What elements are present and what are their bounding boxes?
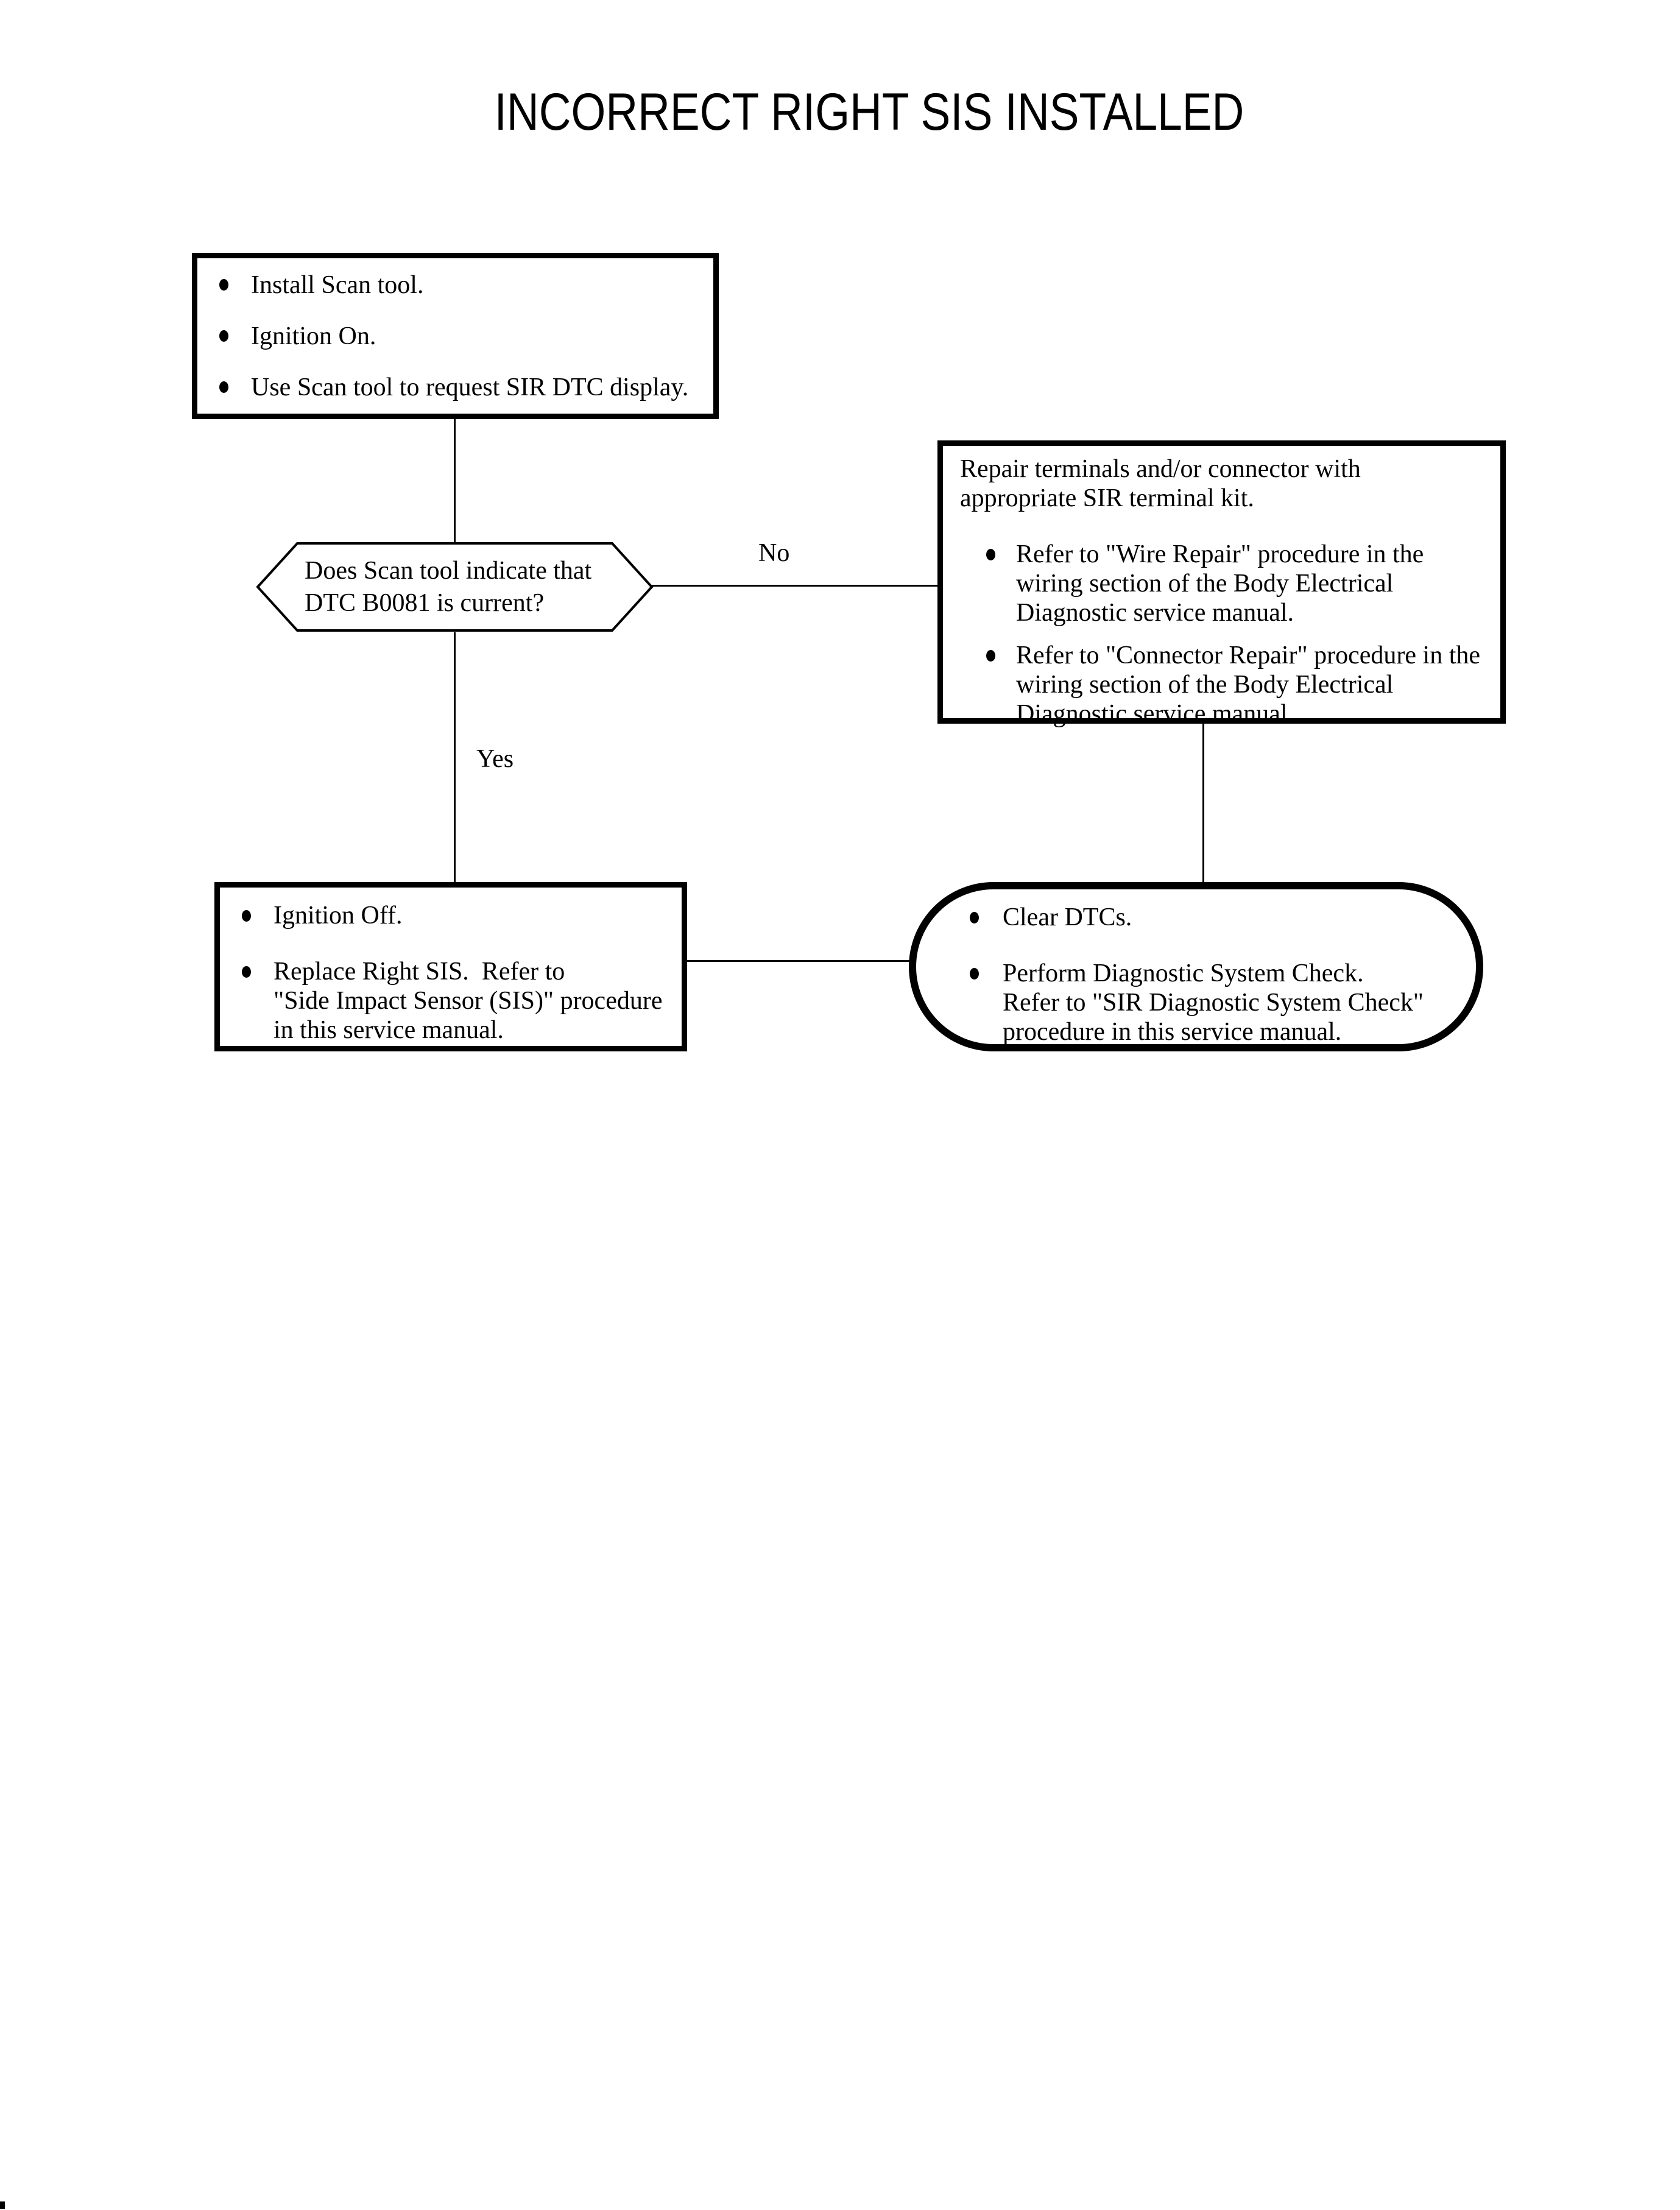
- bullet-marker: [242, 910, 251, 922]
- text-line: wiring section of the Body Electrical: [1016, 570, 1394, 598]
- text-line: Repair terminals and/or connector with: [960, 455, 1361, 483]
- bullet-item: Refer to "Connector Repair" procedure in…: [986, 641, 1492, 729]
- text-line: Clear DTCs.: [1003, 903, 1132, 931]
- page-title-text: INCORRECT RIGHT SIS INSTALLED: [494, 83, 1244, 141]
- text-line: in this service manual.: [274, 1016, 504, 1044]
- text-line: Ignition On.: [251, 322, 376, 350]
- connector-start-to-decision: [454, 419, 456, 544]
- bullet-item: Clear DTCs.: [970, 903, 1464, 932]
- bullet-item: Use Scan tool to request SIR DTC display…: [219, 372, 705, 403]
- decision-text: Does Scan tool indicate that DTC B0081 i…: [305, 555, 591, 620]
- repair-box-intro: Repair terminals and/or connector with a…: [960, 454, 1492, 513]
- page-title: INCORRECT RIGHT SIS INSTALLED: [0, 22, 1680, 203]
- connector-yes-branch: [454, 632, 456, 885]
- text-line: DTC B0081 is current?: [305, 589, 545, 617]
- bullet-marker: [219, 381, 228, 393]
- replace-box: Ignition Off. Replace Right SIS. Refer t…: [214, 882, 687, 1051]
- text-line: Refer to "Connector Repair" procedure in…: [1016, 641, 1481, 669]
- connector-repair-to-end: [1202, 724, 1204, 885]
- connector-no-branch: [652, 585, 938, 587]
- repair-box: Repair terminals and/or connector with a…: [937, 440, 1506, 728]
- bullet-item: Refer to "Wire Repair" procedure in the …: [986, 540, 1492, 627]
- text-line: Perform Diagnostic System Check.: [1003, 959, 1364, 987]
- text-line: Use Scan tool to request SIR DTC display…: [251, 373, 689, 401]
- text-line: Refer to "Wire Repair" procedure in the: [1016, 540, 1424, 568]
- yes-label: Yes: [476, 745, 514, 773]
- bullet-item: Install Scan tool.: [219, 270, 705, 300]
- bullet-item: Ignition On.: [219, 321, 705, 351]
- text-line: "Side Impact Sensor (SIS)" procedure: [274, 987, 663, 1015]
- text-line: Diagnostic service manual.: [1016, 700, 1294, 728]
- bullet-marker: [219, 279, 228, 291]
- text-line: procedure in this service manual.: [1003, 1018, 1342, 1046]
- start-box: Install Scan tool. Ignition On. Use Scan…: [192, 253, 719, 419]
- hexagon-shape: [256, 542, 654, 632]
- bullet-item: Replace Right SIS. Refer to "Side Impact…: [242, 957, 673, 1045]
- end-terminator: Clear DTCs. Perform Diagnostic System Ch…: [909, 882, 1483, 1051]
- text-line: Refer to "SIR Diagnostic System Check": [1003, 989, 1424, 1017]
- text-line: appropriate SIR terminal kit.: [960, 484, 1254, 512]
- no-label: No: [758, 539, 790, 567]
- text-line: wiring section of the Body Electrical: [1016, 671, 1394, 699]
- bullet-marker: [986, 549, 995, 560]
- text-line: Install Scan tool.: [251, 271, 424, 299]
- bullet-marker: [219, 330, 228, 342]
- bullet-item: Ignition Off.: [242, 901, 673, 930]
- text-line: Diagnostic service manual.: [1016, 599, 1294, 627]
- corner-artifact-mark: [0, 2201, 5, 2209]
- bullet-marker: [242, 966, 251, 978]
- bullet-marker: [970, 912, 979, 923]
- connector-replace-to-end: [687, 960, 914, 962]
- bullet-marker: [970, 968, 979, 980]
- text-line: Does Scan tool indicate that: [305, 557, 592, 585]
- text-line: Ignition Off.: [274, 902, 403, 930]
- decision-hexagon: Does Scan tool indicate that DTC B0081 i…: [256, 542, 654, 632]
- text-line: Replace Right SIS. Refer to: [274, 958, 565, 986]
- bullet-marker: [986, 650, 995, 662]
- bullet-item: Perform Diagnostic System Check. Refer t…: [970, 959, 1464, 1047]
